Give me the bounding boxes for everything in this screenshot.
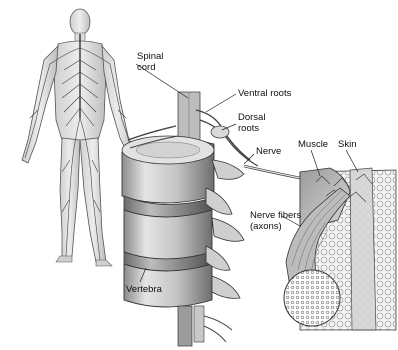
label-spinal-cord-line1: Spinal — [137, 51, 163, 62]
label-vertebra: Vertebra — [126, 284, 162, 295]
label-nerve-fibers: Nerve fibers (axons) — [250, 210, 301, 232]
label-skin: Skin — [338, 139, 356, 150]
leader-skin — [346, 150, 358, 172]
label-spinal-cord-line2: cord — [137, 62, 163, 73]
human-figure — [22, 9, 134, 266]
label-spinal-cord: Spinal cord — [137, 51, 163, 73]
label-nerve-fibers-line1: Nerve fibers — [250, 210, 301, 221]
label-nerve-fibers-line2: (axons) — [250, 221, 301, 232]
label-dorsal-roots: Dorsal roots — [238, 112, 265, 134]
label-nerve: Nerve — [256, 146, 281, 157]
label-dorsal-roots-line2: roots — [238, 123, 265, 134]
leader-ventral-roots — [206, 94, 236, 112]
label-dorsal-roots-line1: Dorsal — [238, 112, 265, 123]
label-ventral-roots: Ventral roots — [238, 88, 291, 99]
label-muscle: Muscle — [298, 139, 328, 150]
